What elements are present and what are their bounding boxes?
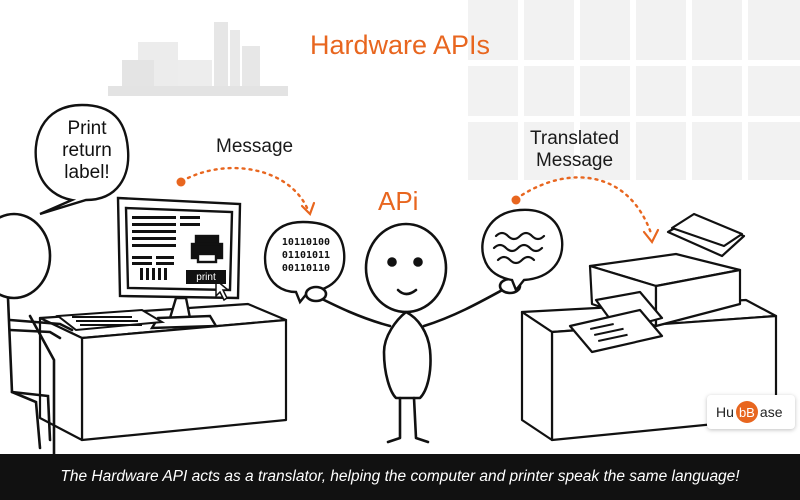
- printer: [568, 212, 746, 354]
- binary-bubble: [263, 220, 346, 305]
- logo-part-1: Hu: [716, 404, 734, 420]
- message-arrow: [176, 166, 316, 216]
- logo-part-3: ase: [759, 404, 783, 420]
- api-label: APi: [378, 186, 419, 216]
- user-figure: [0, 212, 74, 462]
- page-title: Hardware APIs: [309, 30, 491, 60]
- translated-line: Message: [535, 150, 614, 171]
- speech-bubble-text: Print return label!: [52, 118, 122, 184]
- speech-line: label!: [64, 162, 110, 183]
- binary-text: 10110100 01101011 00110110: [274, 236, 338, 275]
- message-label: Message: [216, 136, 294, 157]
- binary-line: 01101011: [281, 250, 331, 261]
- cursor-icon: [215, 278, 231, 302]
- logo-part-2: bB: [735, 401, 758, 423]
- print-button[interactable]: print: [186, 270, 226, 284]
- binary-line: 00110110: [281, 263, 331, 274]
- translated-line: Translated: [530, 128, 620, 149]
- speech-line: return: [62, 140, 112, 161]
- translated-bubble: [481, 208, 564, 293]
- speech-bubble-left: [34, 103, 130, 216]
- caption-bar: The Hardware API acts as a translator, h…: [0, 454, 800, 500]
- binary-line: 10110100: [281, 237, 331, 248]
- translated-arrow: [511, 176, 660, 245]
- background-decor: [108, 0, 800, 180]
- keyboard: [55, 308, 166, 332]
- speech-line: Print: [67, 118, 107, 139]
- translated-label: Translated Message: [530, 128, 619, 172]
